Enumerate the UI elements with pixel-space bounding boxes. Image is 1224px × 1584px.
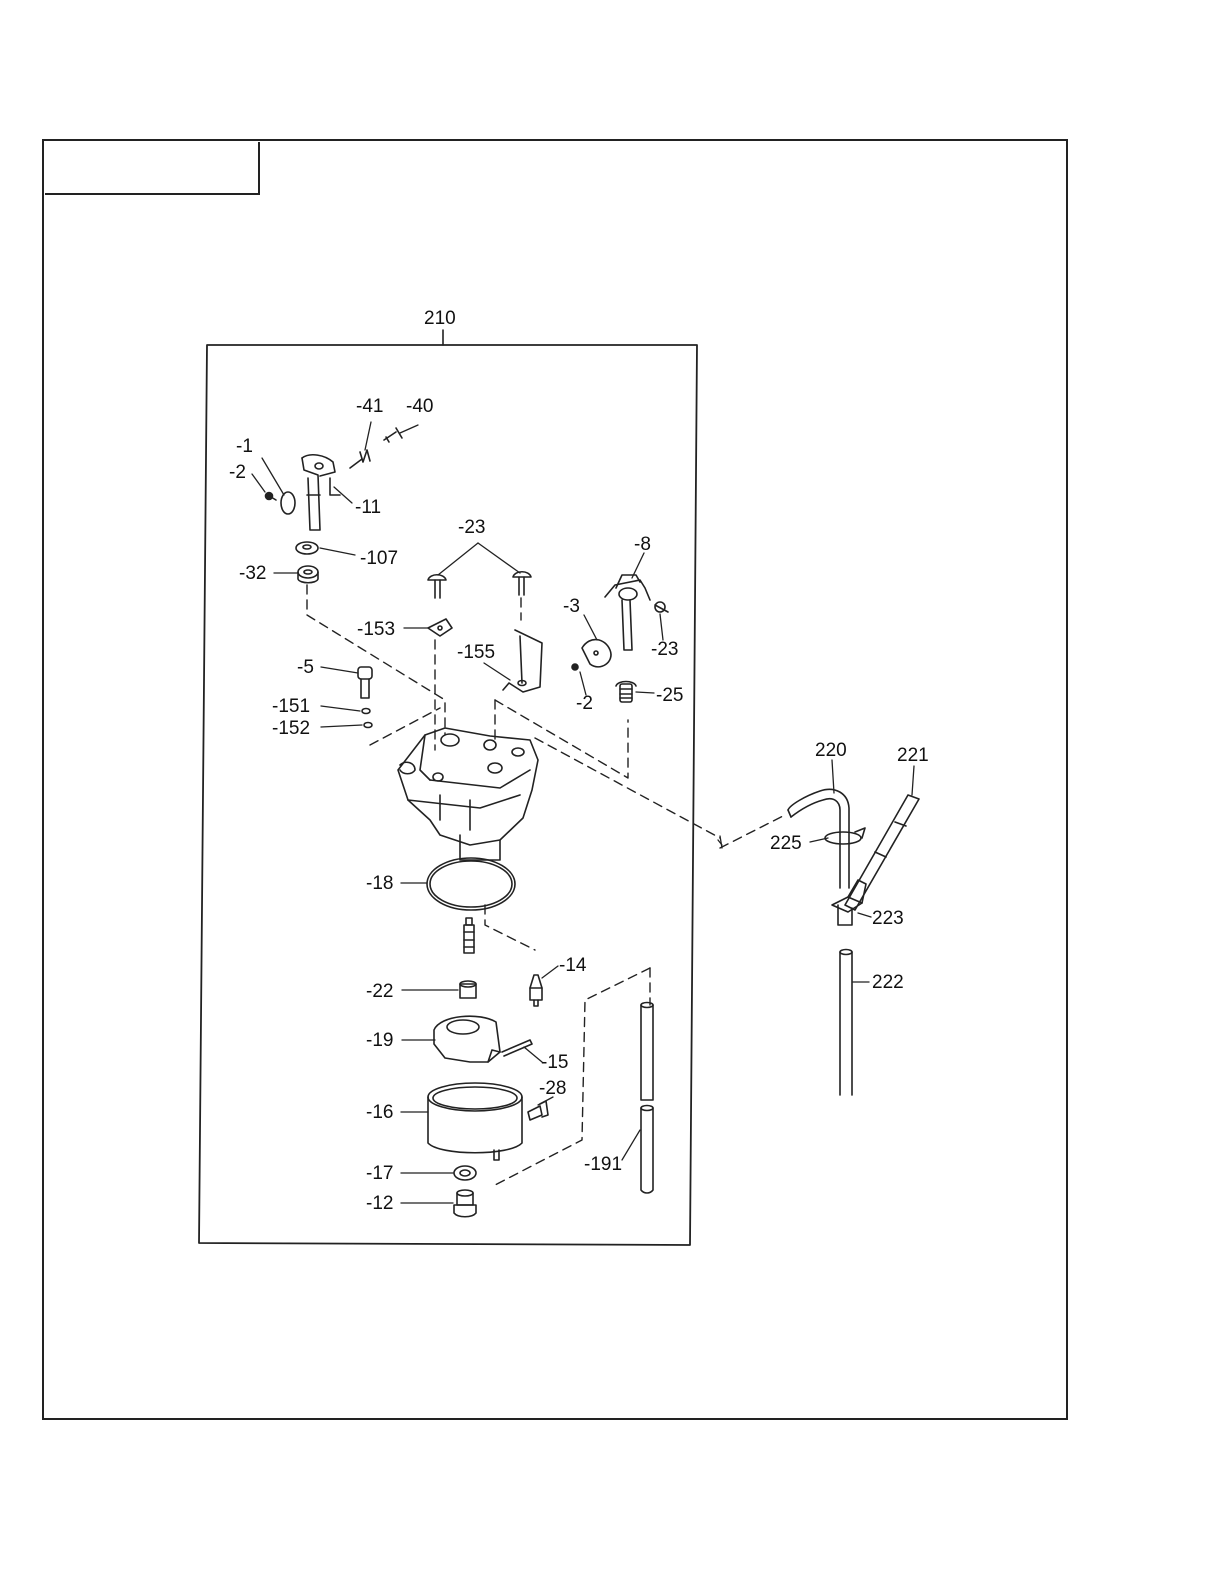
screw-28-illustration bbox=[527, 1100, 549, 1121]
needle-valve-14-illustration bbox=[529, 974, 543, 1007]
throttle-plate-illustration bbox=[280, 491, 296, 515]
label-part-15: -15 bbox=[541, 1052, 569, 1073]
label-part-11: -11 bbox=[355, 497, 382, 518]
label-part-12: -12 bbox=[366, 1193, 394, 1214]
vent-tube-191-illustration bbox=[640, 1001, 654, 1194]
choke-plate-illustration bbox=[581, 638, 612, 668]
label-part-14: -14 bbox=[559, 955, 587, 976]
label-part-225: 225 bbox=[770, 833, 802, 854]
washer-17-illustration bbox=[453, 1165, 477, 1181]
o-ring-151-illustration bbox=[361, 707, 371, 715]
label-part-221: 221 bbox=[897, 745, 929, 766]
fuel-line-222-illustration bbox=[839, 948, 853, 1096]
gasket-18-illustration bbox=[426, 857, 516, 911]
page-frame bbox=[42, 139, 1068, 1420]
label-part-28: -28 bbox=[539, 1078, 567, 1099]
label-part-2a: -2 bbox=[229, 462, 246, 483]
label-part-23a: -23 bbox=[458, 517, 486, 538]
assembly-box bbox=[198, 329, 698, 1246]
hose-221-illustration bbox=[844, 794, 920, 911]
washer-107-illustration bbox=[295, 541, 319, 555]
label-part-18: -18 bbox=[366, 873, 394, 894]
main-jet-22-illustration bbox=[459, 980, 477, 999]
label-part-222: 222 bbox=[872, 972, 904, 993]
label-part-16: -16 bbox=[366, 1102, 394, 1123]
screw-40-illustration bbox=[383, 427, 403, 443]
label-210: 210 bbox=[424, 308, 456, 329]
label-part-3: -3 bbox=[563, 596, 580, 617]
label-part-25: -25 bbox=[656, 685, 684, 706]
label-part-191: -191 bbox=[584, 1154, 623, 1175]
label-part-32: -32 bbox=[239, 563, 267, 584]
label-part-223: 223 bbox=[872, 908, 904, 929]
bowl-nut-12-illustration bbox=[453, 1189, 477, 1218]
screw-23-left-illustration bbox=[427, 573, 447, 599]
screw-23-choke-illustration bbox=[654, 601, 669, 613]
screw-2a-illustration bbox=[264, 491, 277, 501]
label-part-22: -22 bbox=[366, 981, 394, 1002]
label-part-5: -5 bbox=[297, 657, 314, 678]
hose-clamp-225-illustration bbox=[824, 827, 866, 845]
float-pin-15-illustration bbox=[501, 1039, 533, 1057]
label-part-40: -40 bbox=[406, 396, 434, 417]
title-box bbox=[45, 142, 260, 195]
float-bowl-16-illustration bbox=[427, 1082, 523, 1161]
throttle-lever-illustration bbox=[301, 453, 341, 531]
jet-tube-illustration bbox=[463, 917, 475, 954]
label-part-1: -1 bbox=[236, 436, 253, 457]
choke-lever-illustration bbox=[604, 574, 651, 651]
fuel-hose-220-illustration bbox=[787, 788, 850, 889]
label-part-19: -19 bbox=[366, 1030, 394, 1051]
carburetor-body-illustration bbox=[397, 727, 539, 861]
seal-32-illustration bbox=[297, 565, 319, 584]
fuel-filter-223-illustration bbox=[831, 879, 867, 926]
float-19-illustration bbox=[433, 1015, 501, 1063]
label-part-220: 220 bbox=[815, 740, 847, 761]
label-part-153: -153 bbox=[357, 619, 396, 640]
label-part-152: -152 bbox=[272, 718, 311, 739]
label-part-2b: -2 bbox=[576, 693, 593, 714]
bracket-155-illustration bbox=[502, 629, 543, 693]
screw-23-right-illustration bbox=[512, 570, 532, 596]
label-part-41: -41 bbox=[356, 396, 384, 417]
leader-lines bbox=[251, 421, 915, 1204]
label-part-23b: -23 bbox=[651, 639, 679, 660]
screw-2b-illustration bbox=[571, 663, 579, 671]
o-ring-152-illustration bbox=[363, 721, 373, 729]
label-part-8: -8 bbox=[634, 534, 651, 555]
spring-25-illustration bbox=[615, 680, 637, 703]
plate-153-illustration bbox=[427, 618, 453, 637]
spring-41-illustration bbox=[349, 449, 371, 469]
label-part-151: -151 bbox=[272, 696, 311, 717]
label-part-155: -155 bbox=[457, 642, 496, 663]
idle-screw-5-illustration bbox=[357, 666, 373, 699]
label-part-17: -17 bbox=[366, 1163, 394, 1184]
label-part-107: -107 bbox=[360, 548, 399, 569]
